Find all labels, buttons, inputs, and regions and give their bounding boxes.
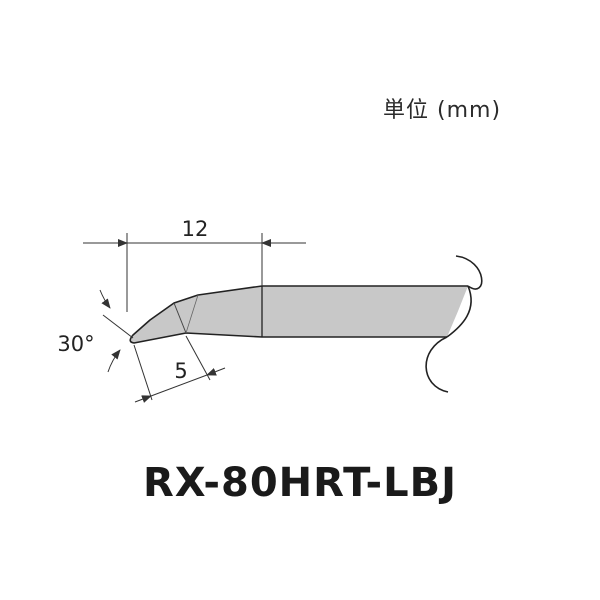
dimension-angle: 30° (57, 289, 134, 373)
model-name: RX-80HRT-LBJ (143, 460, 457, 506)
dimension-length-text: 12 (182, 217, 209, 241)
unit-label: 単位 (mm) (383, 98, 502, 123)
dimension-angle-text: 30° (57, 332, 94, 356)
dimension-bent-tip: 5 (133, 335, 226, 403)
dimension-line-5 (150, 374, 208, 397)
dimension-length: 12 (83, 217, 306, 312)
break-line-upper (455, 255, 483, 290)
dimension-arrow-5-left (134, 395, 152, 403)
tip-taper (174, 286, 262, 337)
break-line-upper-tail (446, 285, 472, 338)
extension-line-tip (133, 344, 153, 401)
dimension-bent-tip-text: 5 (174, 359, 187, 383)
angle-arc-upper (99, 289, 111, 309)
extension-line-bend (185, 335, 211, 381)
break-line-lower (425, 336, 449, 393)
taper-ridge (185, 294, 199, 334)
bend-line (173, 302, 187, 334)
angle-extension-line (102, 314, 134, 339)
angle-arc-lower (107, 349, 121, 373)
tip-bent-point (130, 303, 186, 343)
tip-shaft (262, 286, 468, 337)
dimension-arrow-5-right (206, 367, 226, 376)
tip-body (129, 285, 468, 344)
